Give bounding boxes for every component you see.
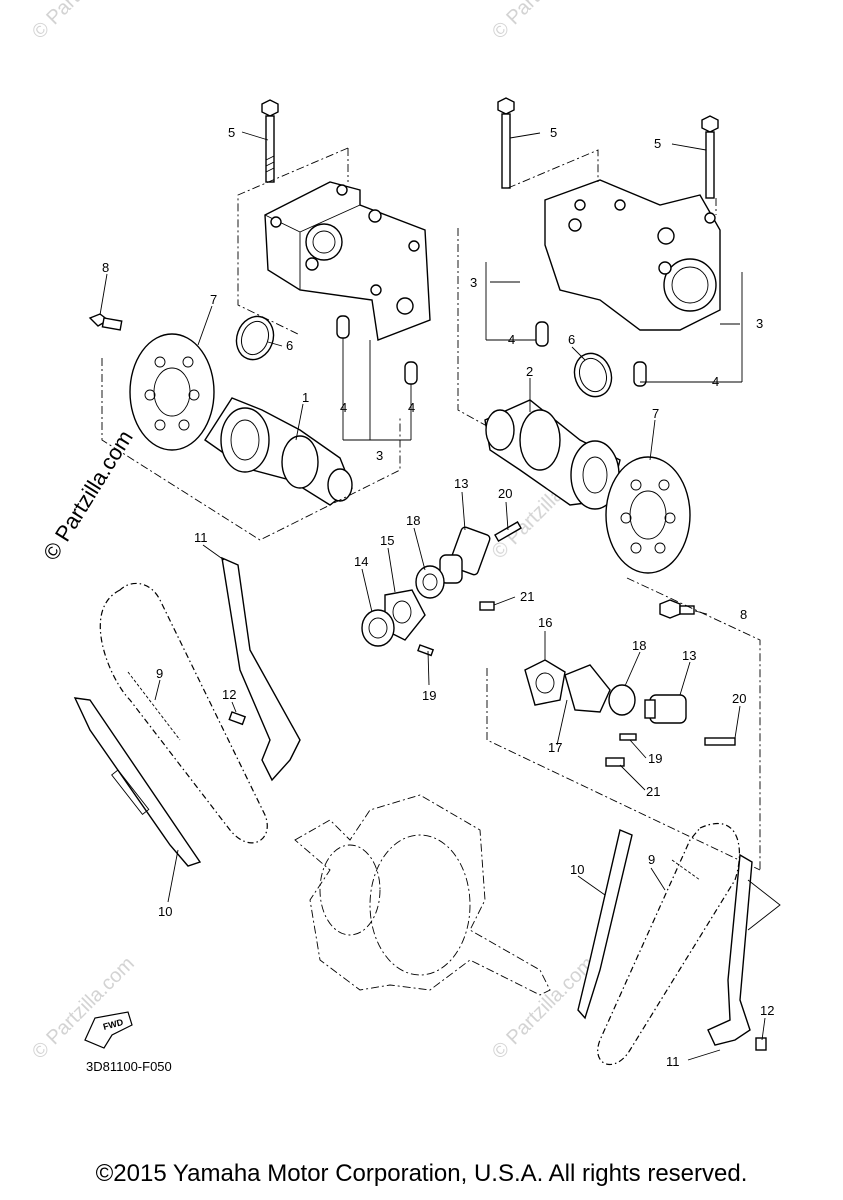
bolt-5-right-b (701, 115, 719, 199)
bolt-12-left (228, 711, 247, 726)
gasket-18-center (415, 565, 445, 599)
callout-5: 5 (654, 136, 661, 151)
assembly-line (237, 147, 349, 336)
copyright-notice: ©2015 Yamaha Motor Corporation, U.S.A. A… (95, 1160, 748, 1187)
callout-5: 5 (550, 125, 557, 140)
guide-16-right (524, 659, 566, 706)
callout-5: 5 (228, 125, 235, 140)
diagram-code: 3D81100-F050 (86, 1059, 172, 1074)
callout-10: 10 (570, 862, 584, 877)
chain-guide-10-right (577, 829, 633, 1020)
circlip-6-right (573, 352, 613, 398)
callout-19: 19 (648, 751, 662, 766)
callout-4: 4 (408, 400, 415, 415)
callout-12: 12 (222, 687, 236, 702)
callout-3: 3 (376, 448, 383, 463)
camshaft-1-left (204, 397, 353, 506)
callout-13: 13 (682, 648, 696, 663)
watermark: © Partzilla.com (38, 426, 138, 565)
bolt-12-right (755, 1037, 767, 1051)
watermark-faint: © Partzilla.com (28, 0, 139, 44)
bolt-5-right-a (497, 97, 515, 189)
camshaft-2-right (484, 399, 621, 510)
callout-6: 6 (568, 332, 575, 347)
pin-19-center (417, 644, 435, 657)
cover-17-right (564, 664, 611, 713)
leader-lines (99, 131, 766, 1061)
chain-guide-11-left (221, 556, 301, 782)
callout-14: 14 (354, 554, 368, 569)
cam-chain-9-left (99, 582, 268, 844)
callout-21: 21 (646, 784, 660, 799)
callout-3: 3 (470, 275, 477, 290)
callout-9: 9 (156, 666, 163, 681)
callout-1: 1 (302, 390, 309, 405)
dowel-4-right (535, 321, 647, 387)
callout-7: 7 (652, 406, 659, 421)
callouts: 5 5 5 8 7 6 1 4 4 3 3 3 4 4 6 2 7 13 20 … (102, 125, 774, 1069)
callout-4: 4 (508, 332, 515, 347)
callout-21: 21 (520, 589, 534, 604)
callout-4: 4 (340, 400, 347, 415)
bolt-20-right (704, 737, 736, 746)
bolt-8-left (88, 313, 123, 331)
assembly-line (101, 358, 401, 541)
cam-sprocket-7-left (129, 333, 215, 451)
callout-7: 7 (210, 292, 217, 307)
callout-2: 2 (526, 364, 533, 379)
tensioner-13-right (644, 694, 687, 724)
callout-6: 6 (286, 338, 293, 353)
watermark-faint: © Partzilla.com (488, 0, 599, 44)
callout-13: 13 (454, 476, 468, 491)
callout-8: 8 (102, 260, 109, 275)
pin-19-right (619, 733, 637, 741)
watermark-faint: © Partzilla.com (28, 953, 139, 1064)
gasket-14-center (361, 609, 395, 647)
callout-20: 20 (732, 691, 746, 706)
fwd-arrow-icon: FWD (84, 1011, 133, 1049)
callout-17: 17 (548, 740, 562, 755)
callout-12: 12 (760, 1003, 774, 1018)
crankshaft (294, 794, 551, 996)
bolt-21-right (605, 757, 625, 767)
circlip-6-left (235, 315, 275, 361)
cam-bracket-right (544, 179, 721, 331)
assembly-line (626, 577, 761, 870)
chain-guide-10-left (73, 697, 202, 867)
callout-10: 10 (158, 904, 172, 919)
gasket-18-right (608, 684, 636, 716)
callout-18: 18 (632, 638, 646, 653)
callout-18: 18 (406, 513, 420, 528)
callout-20: 20 (498, 486, 512, 501)
callout-19: 19 (422, 688, 436, 703)
chain-guide-11-right (707, 853, 753, 1046)
callout-16: 16 (538, 615, 552, 630)
dowel-4-left (336, 315, 418, 385)
cam-sprocket-7-right (605, 456, 691, 574)
bolt-8-right (659, 599, 695, 619)
cam-chain-9-right (597, 822, 741, 1066)
callout-15: 15 (380, 533, 394, 548)
callout-11: 11 (194, 530, 208, 545)
callout-8: 8 (740, 607, 747, 622)
cam-bracket-left (264, 181, 431, 341)
tensioner-13-center (439, 526, 491, 584)
callout-11: 11 (666, 1054, 680, 1069)
bolt-5-left (261, 99, 279, 183)
bolt-20-center (494, 521, 522, 543)
bolt-21-center (479, 601, 495, 611)
callout-3: 3 (756, 316, 763, 331)
callout-9: 9 (648, 852, 655, 867)
callout-4: 4 (712, 374, 719, 389)
